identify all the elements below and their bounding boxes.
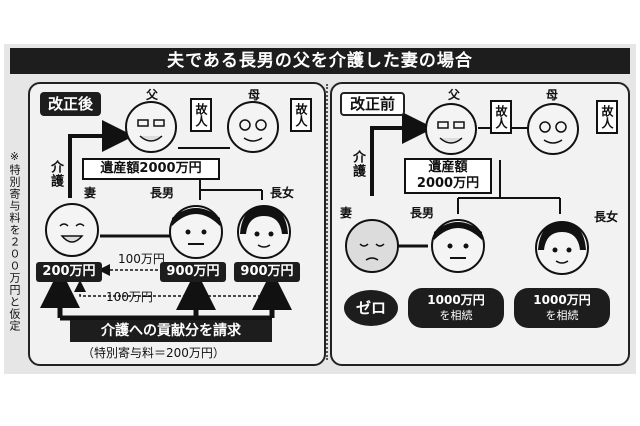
right-estate-line-1: 遺産額 xyxy=(428,160,468,175)
left-son-amount: 900万円 xyxy=(160,262,226,282)
left-daughter-amount: 900万円 xyxy=(234,262,300,282)
right-estate-line-2: 2000万円 xyxy=(416,176,480,191)
right-father-deceased-badge: 故人 xyxy=(490,100,512,134)
panel-divider xyxy=(326,84,328,360)
right-care-label: 介護 xyxy=(350,150,365,178)
right-estate-amount: 遺産額 2000万円 xyxy=(404,158,492,194)
left-mother-face xyxy=(227,101,279,153)
left-wife-face xyxy=(45,203,99,257)
right-father-face xyxy=(425,103,477,155)
left-care-arrow xyxy=(68,120,134,198)
right-wife-label: 妻 xyxy=(340,206,353,220)
right-wife-face xyxy=(345,219,399,273)
left-son-label: 長男 xyxy=(150,186,175,200)
right-mother-deceased-badge: 故人 xyxy=(596,100,618,134)
right-son-label: 長男 xyxy=(410,206,435,220)
left-special-contribution-note: （特別寄与料＝200万円） xyxy=(82,346,225,360)
after-reform-tag: 改正後 xyxy=(40,92,102,116)
left-wife-label: 妻 xyxy=(84,186,97,200)
right-mother-face xyxy=(527,103,579,155)
right-daughter-inheritance: 1000万円 を相続 xyxy=(514,288,610,328)
left-transfer-label-1: 100万円 xyxy=(118,252,165,266)
left-estate-amount: 遺産額2000万円 xyxy=(82,158,220,180)
before-reform-tag: 改正前 xyxy=(340,92,406,116)
left-mother-label: 母 xyxy=(248,88,261,102)
left-care-label: 介護 xyxy=(48,160,63,188)
left-father-deceased-badge: 故人 xyxy=(190,98,212,132)
right-wife-amount-zero: ゼロ xyxy=(344,290,398,326)
right-daughter-sub: を相続 xyxy=(545,309,579,322)
right-father-label: 父 xyxy=(448,88,461,102)
left-father-face xyxy=(125,101,177,153)
infographic-title: 夫である長男の父を介護した妻の場合 xyxy=(10,48,630,74)
right-son-face xyxy=(431,219,485,273)
left-son-face xyxy=(169,205,223,259)
left-daughter-label: 長女 xyxy=(270,186,295,200)
right-care-arrow xyxy=(370,112,434,196)
right-son-sub: を相続 xyxy=(439,309,473,322)
left-daughter-face xyxy=(237,205,291,259)
right-daughter-face xyxy=(535,221,589,275)
right-mother-label: 母 xyxy=(546,88,559,102)
left-transfer-label-2: 100万円 xyxy=(106,290,153,304)
left-father-label: 父 xyxy=(146,88,159,102)
side-note: ※特別寄与料を２００万円と仮定 xyxy=(8,150,21,332)
right-son-inheritance: 1000万円 を相続 xyxy=(408,288,504,328)
left-mother-deceased-badge: 故人 xyxy=(290,98,312,132)
right-daughter-label: 長女 xyxy=(594,210,619,224)
left-claim-box: 介護への貢献分を請求 xyxy=(70,320,272,342)
right-son-amount: 1000万円 xyxy=(427,293,485,307)
left-wife-amount: 200万円 xyxy=(36,262,102,282)
right-daughter-amount: 1000万円 xyxy=(533,293,591,307)
